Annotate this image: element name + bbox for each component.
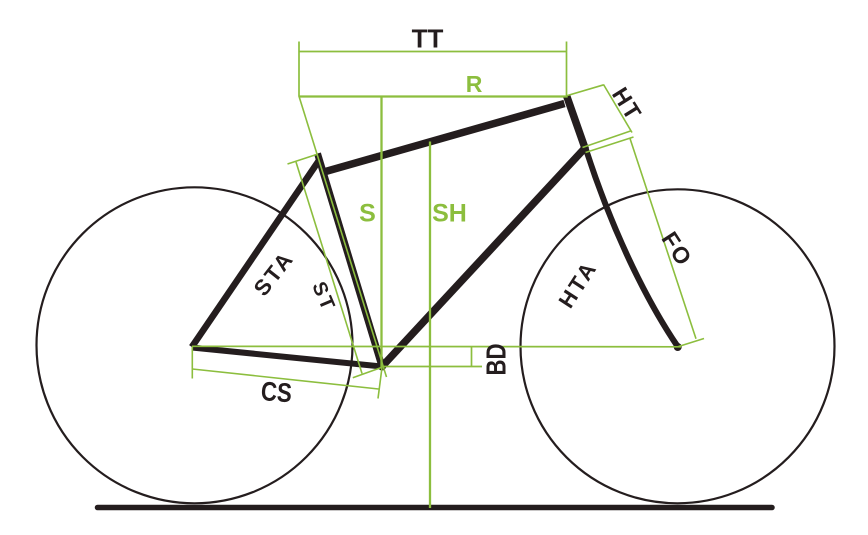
svg-text:SH: SH (432, 200, 467, 228)
svg-text:BD: BD (481, 344, 512, 376)
svg-text:S: S (359, 200, 376, 228)
svg-text:R: R (466, 71, 483, 97)
svg-text:CS: CS (260, 376, 293, 408)
svg-text:TT: TT (412, 23, 444, 53)
